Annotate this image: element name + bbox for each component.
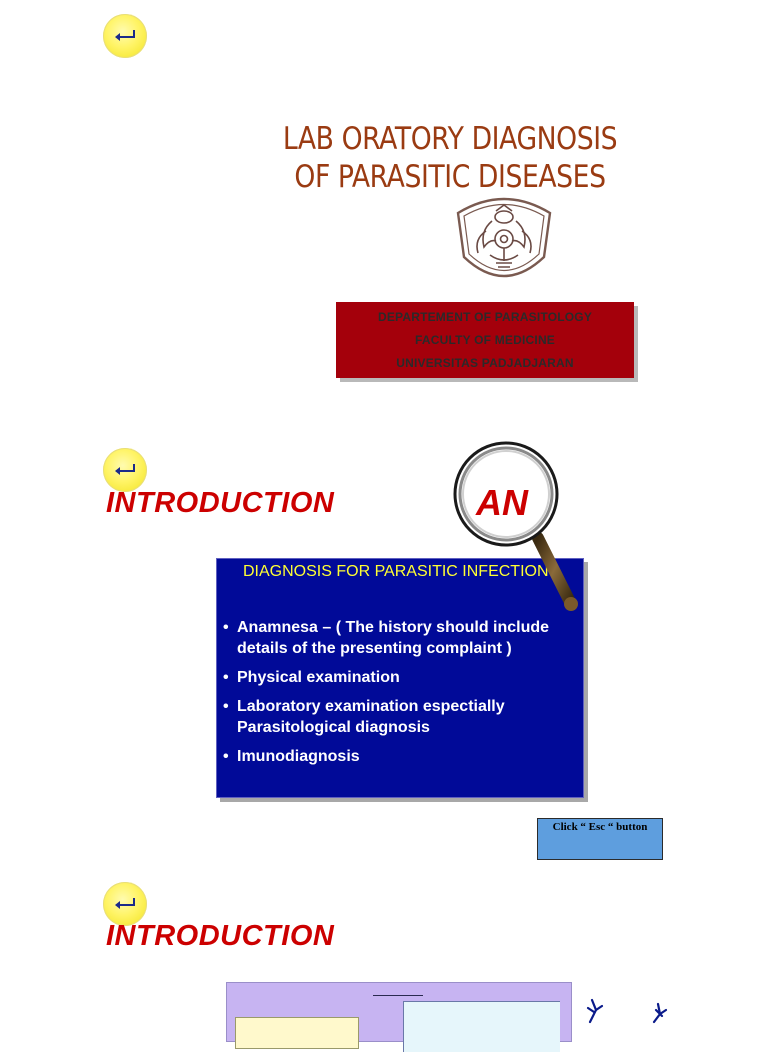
magnifier-text: AN: [475, 482, 529, 523]
magnifying-glass-icon: AN: [453, 441, 578, 611]
title-line-1: LAB ORATORY DIAGNOSIS: [282, 121, 618, 157]
diagnosis-panel: DIAGNOSIS FOR PARASITIC INFECTION •Anamn…: [216, 558, 584, 798]
return-arrow-icon: [115, 30, 135, 41]
dept-line-1: DEPARTEMENT OF PARASITOLOGY: [377, 310, 593, 325]
department-box: DEPARTEMENT OF PARASITOLOGY FACULTY OF M…: [336, 302, 634, 378]
esc-hint-button[interactable]: Click “ Esc “ button: [537, 818, 663, 860]
back-button-1[interactable]: [103, 14, 147, 58]
diagram-box-left: [235, 1017, 359, 1049]
list-item: •Physical examination: [223, 669, 400, 686]
section-heading-introduction-2: INTRODUCTION: [106, 920, 335, 952]
bullet: •: [223, 698, 229, 715]
list-item: •Laboratory examination espectially Para…: [223, 698, 505, 736]
return-arrow-icon: [115, 898, 135, 909]
panel-title: DIAGNOSIS FOR PARASITIC INFECTION: [243, 563, 549, 580]
diagnosis-list: •Anamnesa – ( The history should include…: [221, 617, 571, 775]
diagram-panel: [226, 982, 572, 1052]
bullet: •: [223, 619, 229, 636]
bullet: •: [223, 669, 229, 686]
university-seal-icon: [456, 197, 552, 278]
return-arrow-icon: [115, 464, 135, 475]
bullet: •: [223, 748, 229, 765]
figure-icon: [586, 998, 668, 1024]
title-line-2: OF PARASITIC DISEASES: [294, 159, 606, 195]
list-item: •Imunodiagnosis: [223, 748, 360, 765]
section-heading-introduction: INTRODUCTION: [106, 487, 335, 519]
connector-line: [373, 995, 423, 996]
page-title: LAB ORATORY DIAGNOSIS OF PARASITIC DISEA…: [235, 120, 665, 196]
diagram-box-right: [403, 1001, 560, 1052]
back-button-3[interactable]: [103, 882, 147, 926]
list-item: •Anamnesa – ( The history should include…: [223, 619, 550, 657]
back-button-2[interactable]: [103, 448, 147, 492]
dept-line-2: FACULTY OF MEDICINE: [414, 332, 556, 347]
dept-line-3: UNIVERSITAS PADJADJARAN: [396, 355, 574, 370]
